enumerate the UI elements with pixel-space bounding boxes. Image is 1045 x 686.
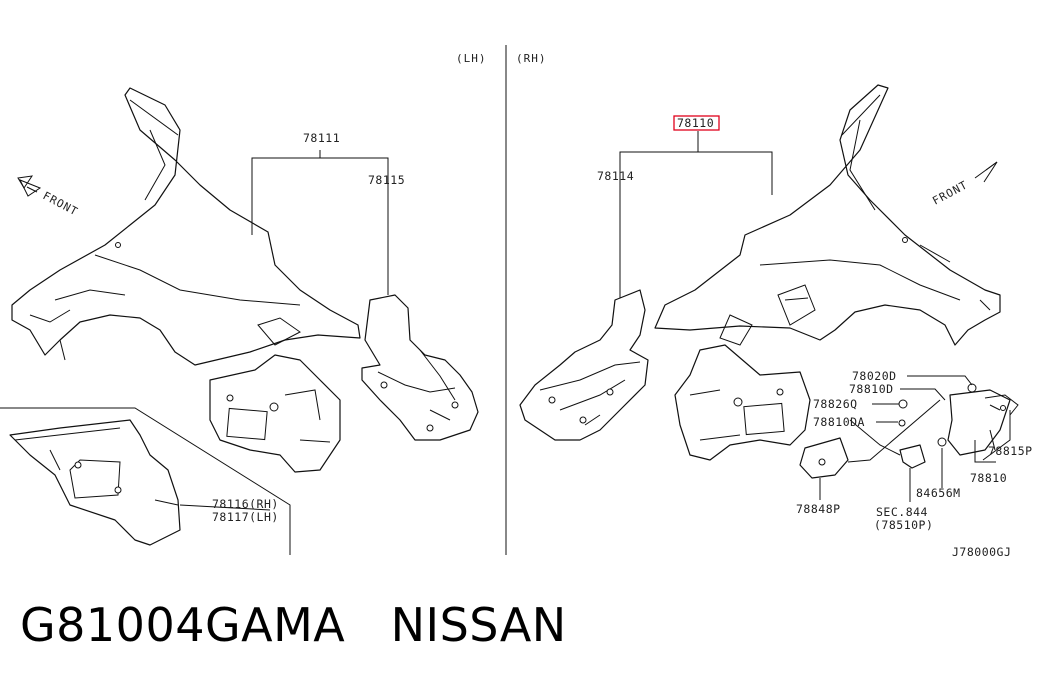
label-78116: 78116(RH) [212, 497, 279, 511]
leader-78110 [619, 151, 773, 298]
label-78111: 78111 [303, 131, 340, 145]
front-label-right: FRONT [930, 178, 970, 207]
label-84656M: 84656M [916, 486, 961, 500]
fuel-lid-base [799, 437, 849, 479]
lh-label: (LH) [456, 52, 487, 65]
label-78510P: (78510P) [874, 518, 933, 532]
label-78815P: 78815P [988, 444, 1033, 458]
front-arrow-right-icon [974, 161, 998, 183]
lh-rear-panel-detail [9, 419, 181, 546]
rh-rear-fender [654, 84, 1001, 346]
label-78810D: 78810D [849, 382, 894, 396]
front-label-left: FRONT [41, 189, 81, 218]
label-78114: 78114 [597, 169, 634, 183]
opener-bracket [899, 444, 926, 469]
front-arrow-left-icon [17, 175, 42, 197]
rh-inner-wheelhouse [674, 344, 811, 461]
label-78117: 78117(LH) [212, 510, 279, 524]
rh-label: (RH) [516, 52, 547, 65]
label-78810DA: 78810DA [813, 415, 865, 429]
label-78848P: 78848P [796, 502, 841, 516]
lh-wheelhouse-inner [361, 294, 479, 441]
highlight-78110 [673, 115, 720, 131]
lh-inner-wheelhouse [209, 354, 341, 473]
label-78110: 78110 [677, 116, 714, 130]
label-sec844: SEC.844 [876, 505, 928, 519]
label-78020D: 78020D [852, 369, 897, 383]
fuel-filler-lid [947, 389, 1011, 456]
parts-diagram: (LH) (RH) FRONT FRONT 78111 78115 78116(… [0, 45, 1033, 559]
detail-box-lines [0, 407, 291, 555]
diagram-code: J78000GJ [952, 545, 1011, 559]
lh-rear-fender [11, 87, 361, 366]
label-78826Q: 78826Q [813, 397, 858, 411]
part-number-caption: G81004GAMA NISSAN [20, 598, 567, 652]
label-78810: 78810 [970, 471, 1007, 485]
label-78115: 78115 [368, 173, 405, 187]
